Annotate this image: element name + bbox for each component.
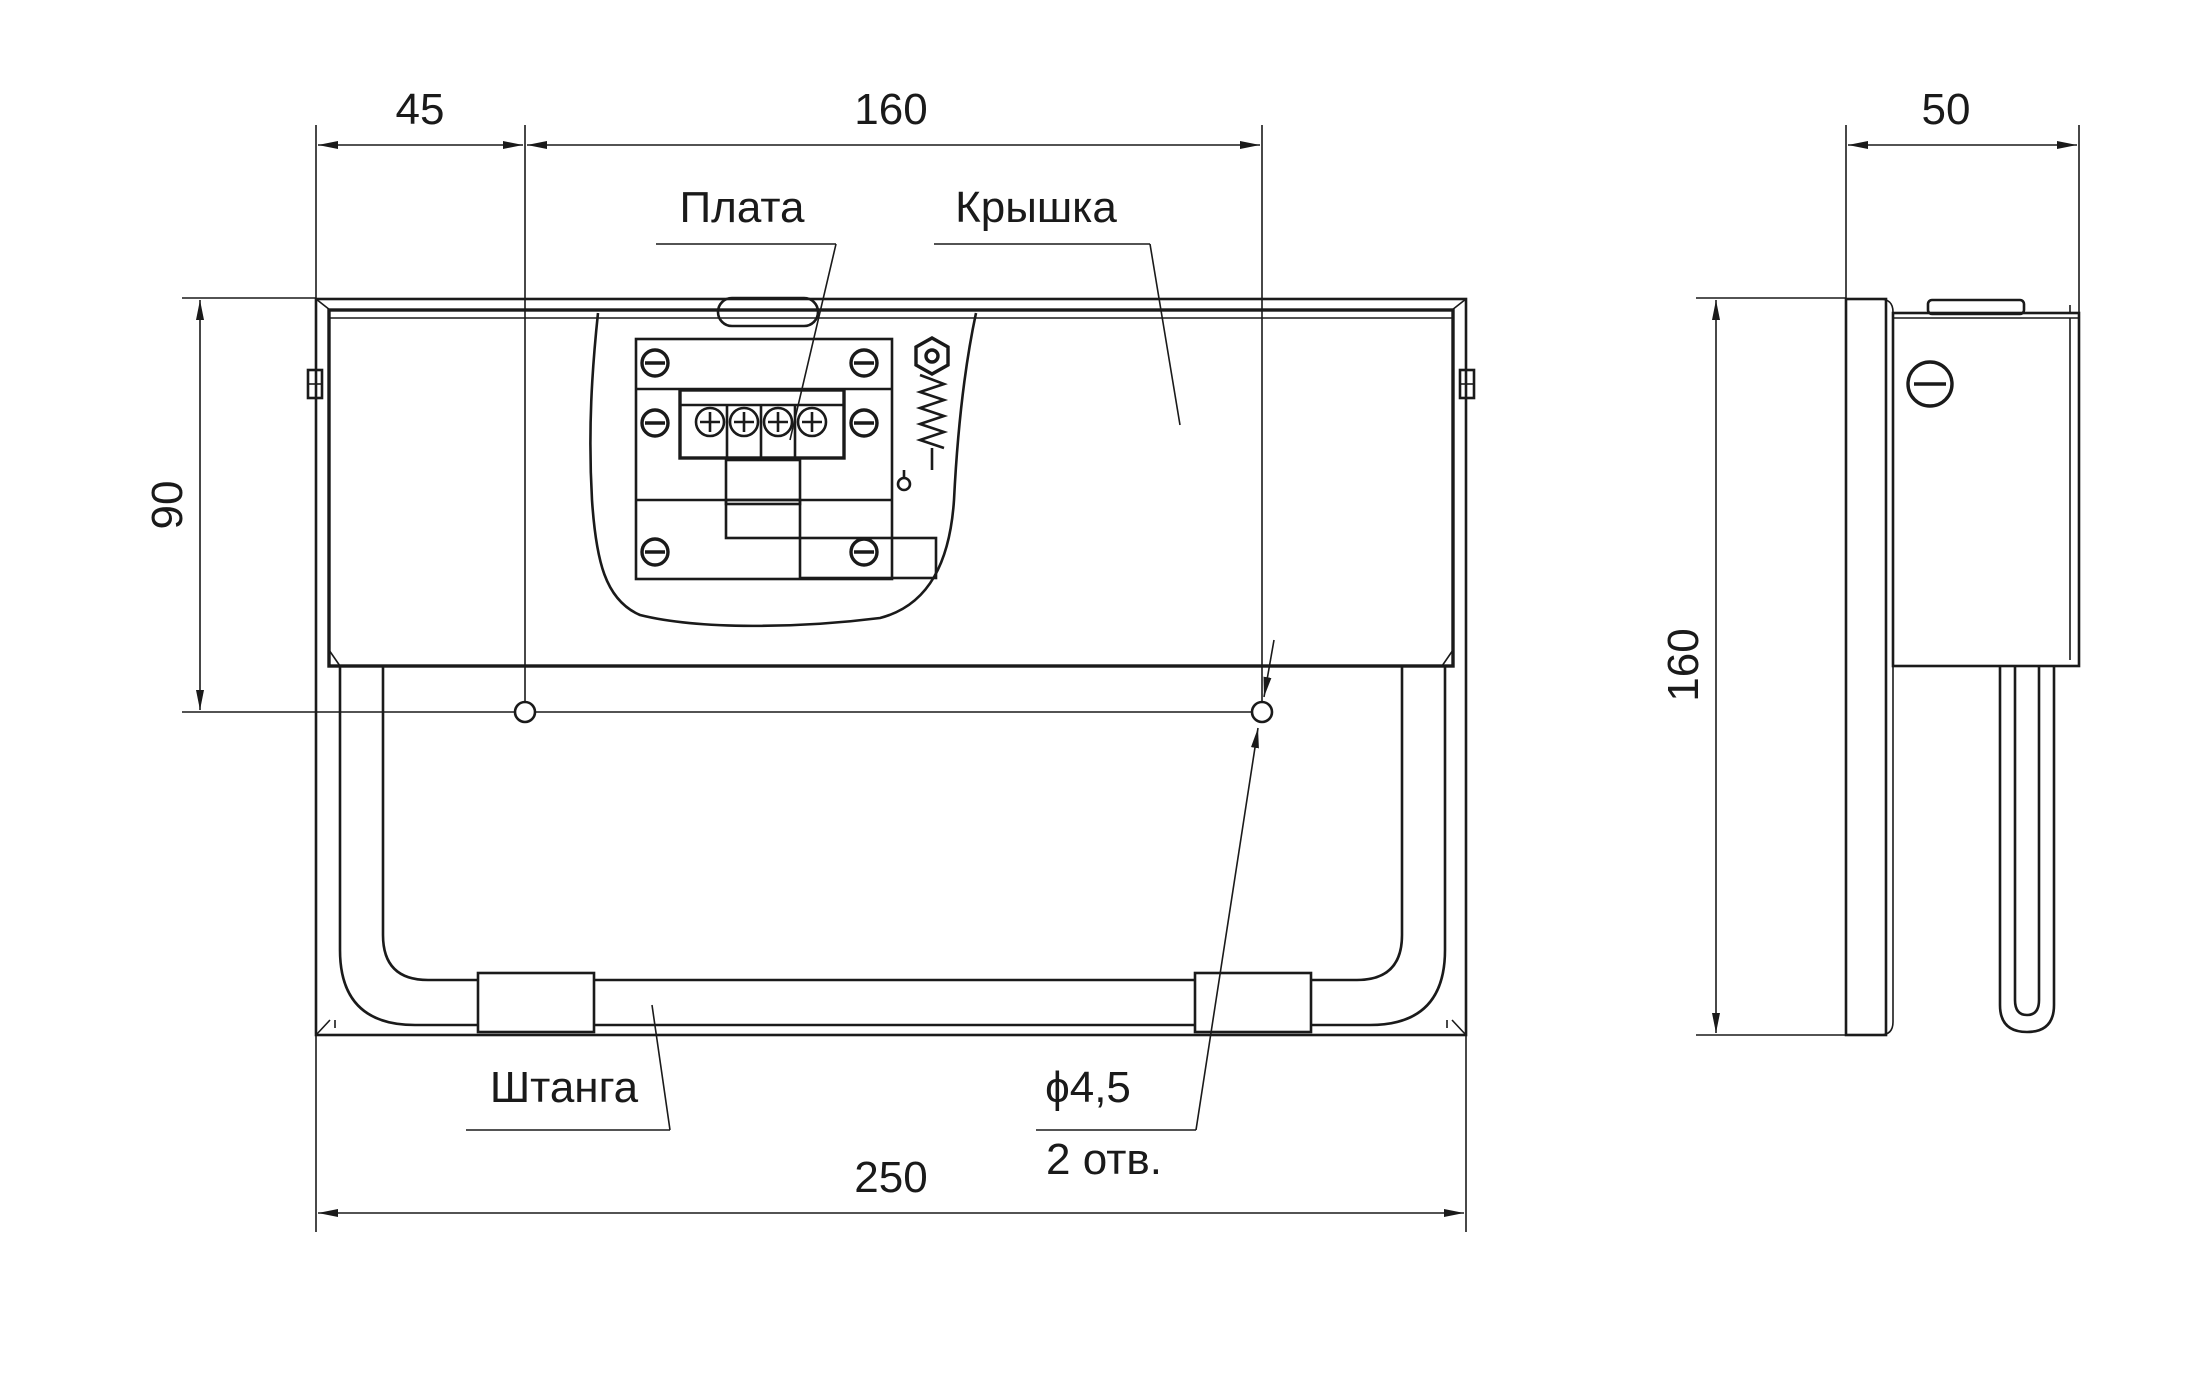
ground-nut — [914, 336, 950, 376]
label-rod: Штанга — [490, 1063, 639, 1112]
board-plate — [634, 337, 894, 581]
relay-block-lower — [724, 498, 802, 540]
hole-leader — [1195, 727, 1259, 1131]
label-hole-diameter: ϕ4,5 — [1045, 1063, 1131, 1112]
dimension-lines-front — [182, 125, 1467, 1232]
dim-text-depth: 50 — [1922, 85, 1971, 134]
side-rod — [1998, 666, 2056, 1034]
dim-text-height-mount: 90 — [143, 481, 192, 530]
side-view — [1844, 297, 2081, 1037]
dimension-lines-side — [1696, 125, 2080, 1036]
label-board: Плата — [680, 183, 805, 232]
rod — [338, 666, 1447, 1027]
side-screw-left — [306, 368, 324, 400]
cover-box — [327, 308, 1455, 668]
mounting-hole-right — [1250, 700, 1274, 724]
mounting-hole-left — [513, 700, 537, 724]
terminal-block — [678, 388, 846, 460]
mounting-plate — [314, 297, 1468, 1037]
side-cover — [1891, 311, 2081, 668]
dim-text-height-total: 160 — [1659, 628, 1708, 701]
dim-text-hole-spacing: 160 — [854, 85, 927, 134]
labels: 45 160 50 90 160 250 Плата Крышка Штанга… — [143, 85, 1970, 1202]
board-screws — [640, 348, 879, 567]
cutaway-region — [589, 312, 978, 628]
label-hole-count: 2 отв. — [1046, 1135, 1162, 1184]
dim-text-offset: 45 — [396, 85, 445, 134]
rod-clamp-right — [1193, 971, 1313, 1034]
side-screw-right — [1458, 368, 1476, 400]
top-slot — [716, 296, 820, 328]
spring — [896, 373, 949, 492]
label-cover: Крышка — [955, 183, 1117, 232]
side-plate — [1844, 297, 1888, 1037]
side-screw — [1906, 360, 1954, 408]
side-top-slot — [1926, 298, 2026, 316]
dim-text-width-total: 250 — [854, 1153, 927, 1202]
relay-block-side — [798, 536, 938, 580]
rod-clamp-left — [476, 971, 596, 1034]
front-view — [306, 296, 1476, 1037]
relay-block-upper — [724, 458, 802, 506]
